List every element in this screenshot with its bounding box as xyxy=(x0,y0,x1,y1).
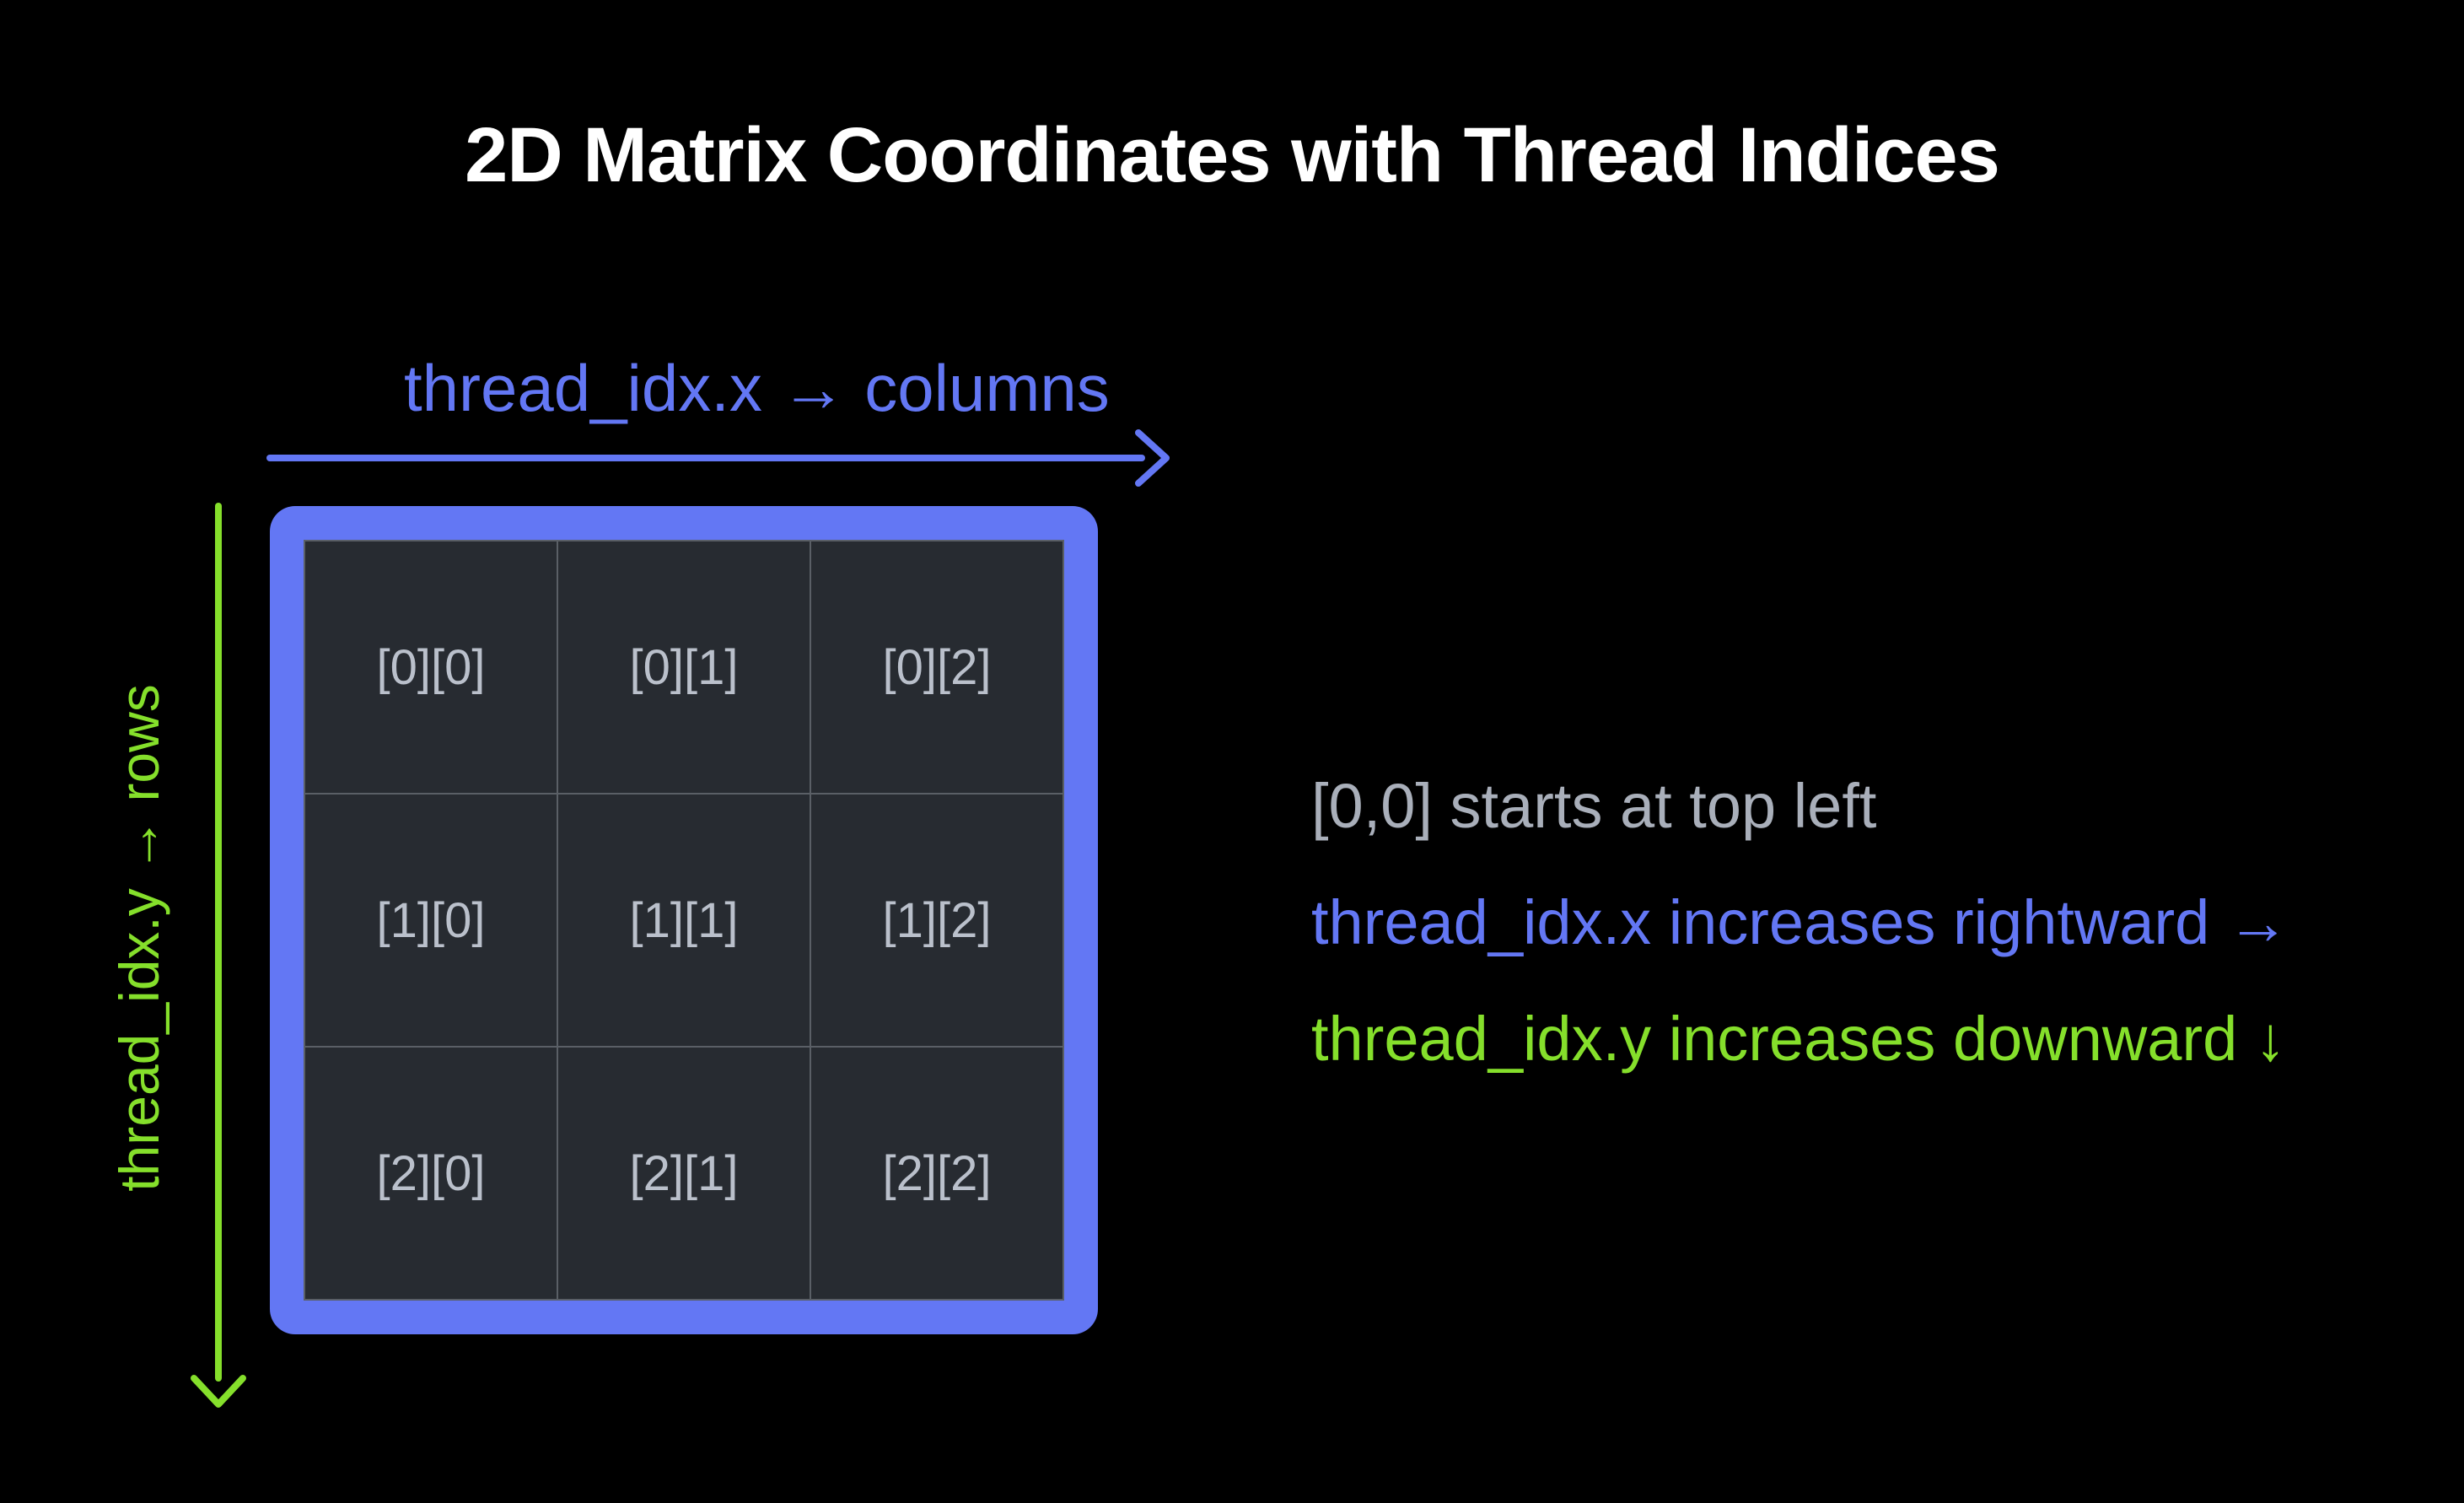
x-axis-label: thread_idx.x → columns xyxy=(404,351,1110,425)
down-arrow-head xyxy=(191,1375,246,1408)
matrix-cell-0-2: [0][2] xyxy=(811,541,1063,793)
matrix-cell-2-1: [2][1] xyxy=(558,1048,810,1299)
right-arrow-head xyxy=(1135,429,1170,487)
matrix-cell-0-1: [0][1] xyxy=(558,541,810,793)
down-arrow-icon xyxy=(191,503,246,1408)
matrix-cells: [0][0] [0][1] [0][2] [1][0] [1][1] [1][2… xyxy=(304,540,1064,1301)
matrix-cell-0-0: [0][0] xyxy=(305,541,557,793)
y-axis-label: thread_idx.y → rows xyxy=(108,684,170,1192)
matrix-cell-2-2: [2][2] xyxy=(811,1048,1063,1299)
matrix-cell-2-0: [2][0] xyxy=(305,1048,557,1299)
matrix-cell-1-1: [1][1] xyxy=(558,795,810,1046)
legend-line-origin: [0,0] starts at top left xyxy=(1311,771,1877,841)
matrix-cell-1-2: [1][2] xyxy=(811,795,1063,1046)
matrix-cell-1-0: [1][0] xyxy=(305,795,557,1046)
legend-line-y-direction: thread_idx.y increases downward ↓ xyxy=(1311,1004,2286,1074)
right-arrow-icon xyxy=(266,429,1170,487)
legend-line-x-direction: thread_idx.x increases rightward → xyxy=(1311,887,2289,957)
legend: [0,0] starts at top left thread_idx.x in… xyxy=(1311,748,2289,1097)
matrix-grid: [0][0] [0][1] [0][2] [1][0] [1][1] [1][2… xyxy=(270,506,1098,1334)
page-title: 2D Matrix Coordinates with Thread Indice… xyxy=(465,112,2000,198)
